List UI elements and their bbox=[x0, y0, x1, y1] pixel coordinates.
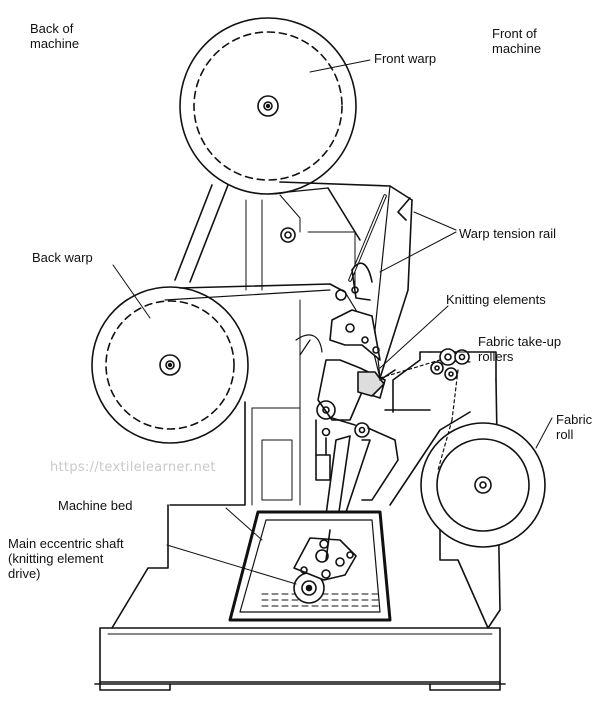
warp-threads bbox=[164, 181, 471, 421]
warp-tension-rail bbox=[335, 194, 411, 301]
front-warp-label: Front warp bbox=[374, 51, 437, 66]
fabric-take-up-line-2: rollers bbox=[478, 349, 514, 364]
fabric-take-up-rollers-label: Fabric take-up rollers bbox=[478, 334, 561, 364]
main-shaft-line-2: (knitting element bbox=[8, 551, 104, 566]
fabric-roll-line-2: roll bbox=[556, 427, 574, 442]
main-eccentric-shaft-label: Main eccentric shaft (knitting element d… bbox=[8, 536, 124, 581]
back-of-machine-label: Back of machine bbox=[30, 21, 79, 51]
front-of-machine-label: Front of machine bbox=[492, 26, 541, 56]
fabric-roll bbox=[420, 419, 546, 548]
back-warp-beam bbox=[91, 286, 249, 444]
back-of-machine-line-1: Back of bbox=[30, 21, 74, 36]
front-warp-beam bbox=[179, 17, 357, 195]
machine-bed-label: Machine bed bbox=[58, 498, 133, 513]
machine-base bbox=[94, 504, 506, 691]
watermark: https://textilelearner.net bbox=[50, 460, 216, 475]
fabric-take-up-line-1: Fabric take-up bbox=[478, 334, 562, 349]
fabric-roll-label: Fabric roll bbox=[556, 412, 592, 442]
main-eccentric-shaft bbox=[293, 529, 357, 604]
warp-tension-rail-label: Warp tension rail bbox=[459, 226, 557, 241]
front-of-machine-line-1: Front of bbox=[492, 26, 537, 41]
fabric-take-up-rollers bbox=[430, 348, 470, 381]
knitting-elements-label: Knitting elements bbox=[446, 292, 546, 307]
fabric-roll-line-1: Fabric bbox=[556, 412, 593, 427]
main-shaft-line-3: drive) bbox=[8, 566, 41, 581]
front-of-machine-line-2: machine bbox=[492, 41, 542, 56]
back-of-machine-line-2: machine bbox=[30, 36, 80, 51]
leader-lines bbox=[112, 59, 553, 585]
main-shaft-line-1: Main eccentric shaft bbox=[8, 536, 124, 551]
back-warp-label: Back warp bbox=[32, 250, 93, 265]
